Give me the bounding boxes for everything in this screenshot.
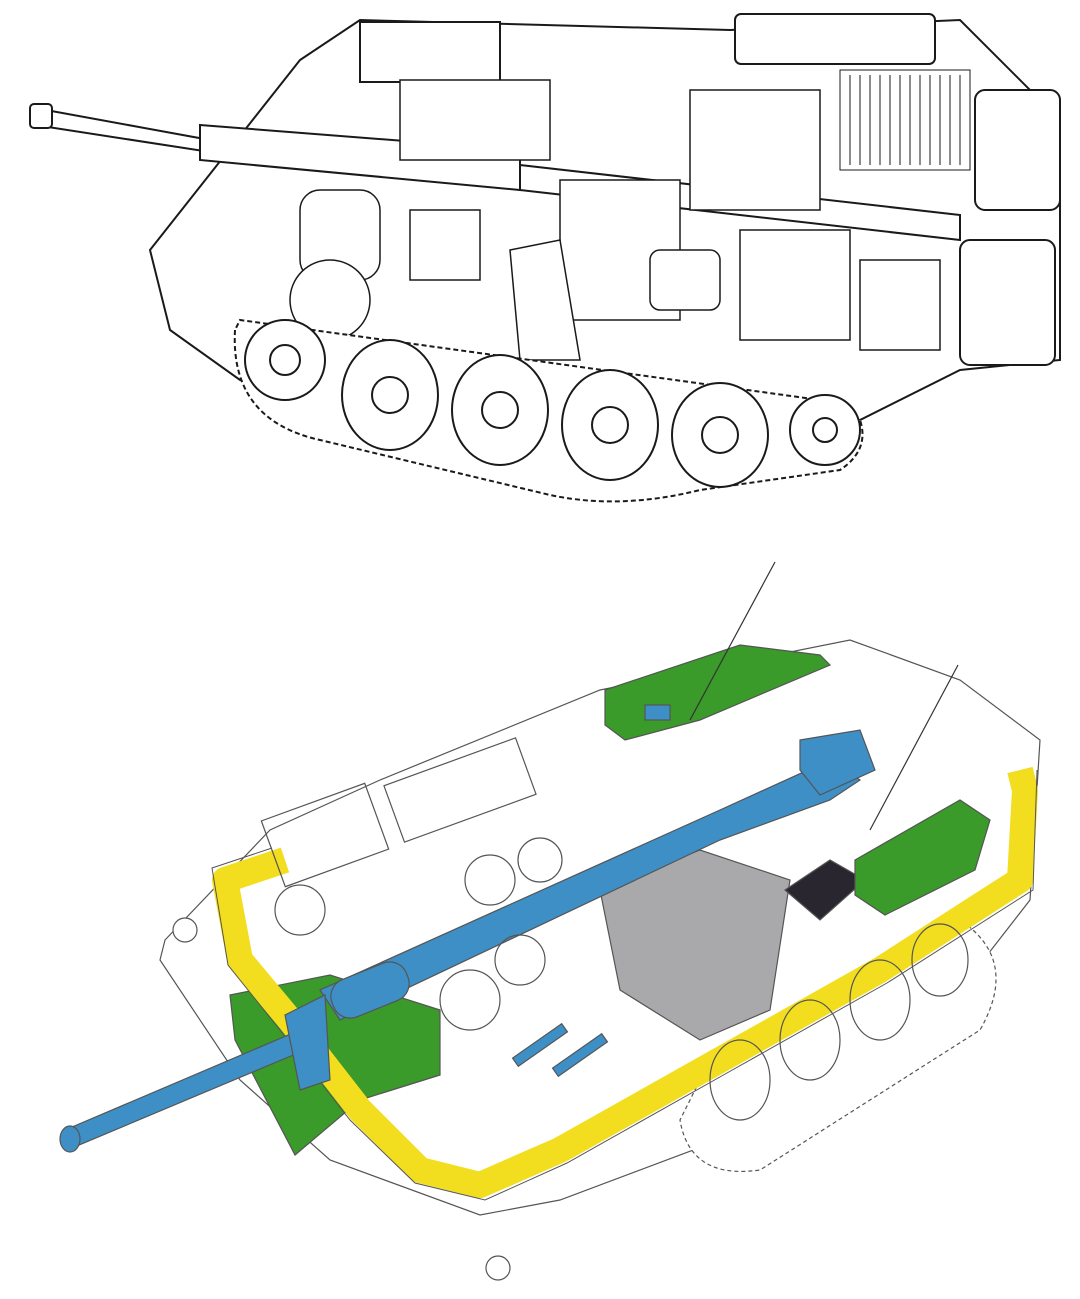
road-wheels-lower <box>709 923 969 1121</box>
leader-line-1 <box>689 561 776 721</box>
top-rear-box <box>734 13 936 65</box>
gun-cradle <box>284 994 331 1091</box>
top-hatch-box <box>359 21 501 83</box>
blue-gear-components <box>511 704 671 1078</box>
leader-line-2 <box>869 664 959 831</box>
gun-breech-lower <box>330 961 410 1019</box>
rear-stowage-box-lower <box>959 239 1056 366</box>
gun-barrel <box>34 106 211 154</box>
gun-muzzle-lower <box>59 1125 81 1153</box>
road-wheels <box>244 319 861 488</box>
tow-hooks <box>172 917 511 1281</box>
armour-frame-outline <box>211 769 1038 1201</box>
fuel-tank-right <box>854 799 991 916</box>
internal-components <box>289 79 941 361</box>
armour-frame <box>212 766 1038 1198</box>
rear-stowage-box-upper <box>974 89 1061 211</box>
track-lower <box>679 919 997 1172</box>
internal-components-lower <box>260 737 563 1031</box>
line-cutaway-drawing <box>29 13 1061 503</box>
color-cutaway-drawing <box>59 561 1041 1281</box>
gun-mount-block <box>799 729 876 796</box>
gun-muzzle <box>29 103 53 129</box>
engine-grille <box>839 69 971 171</box>
